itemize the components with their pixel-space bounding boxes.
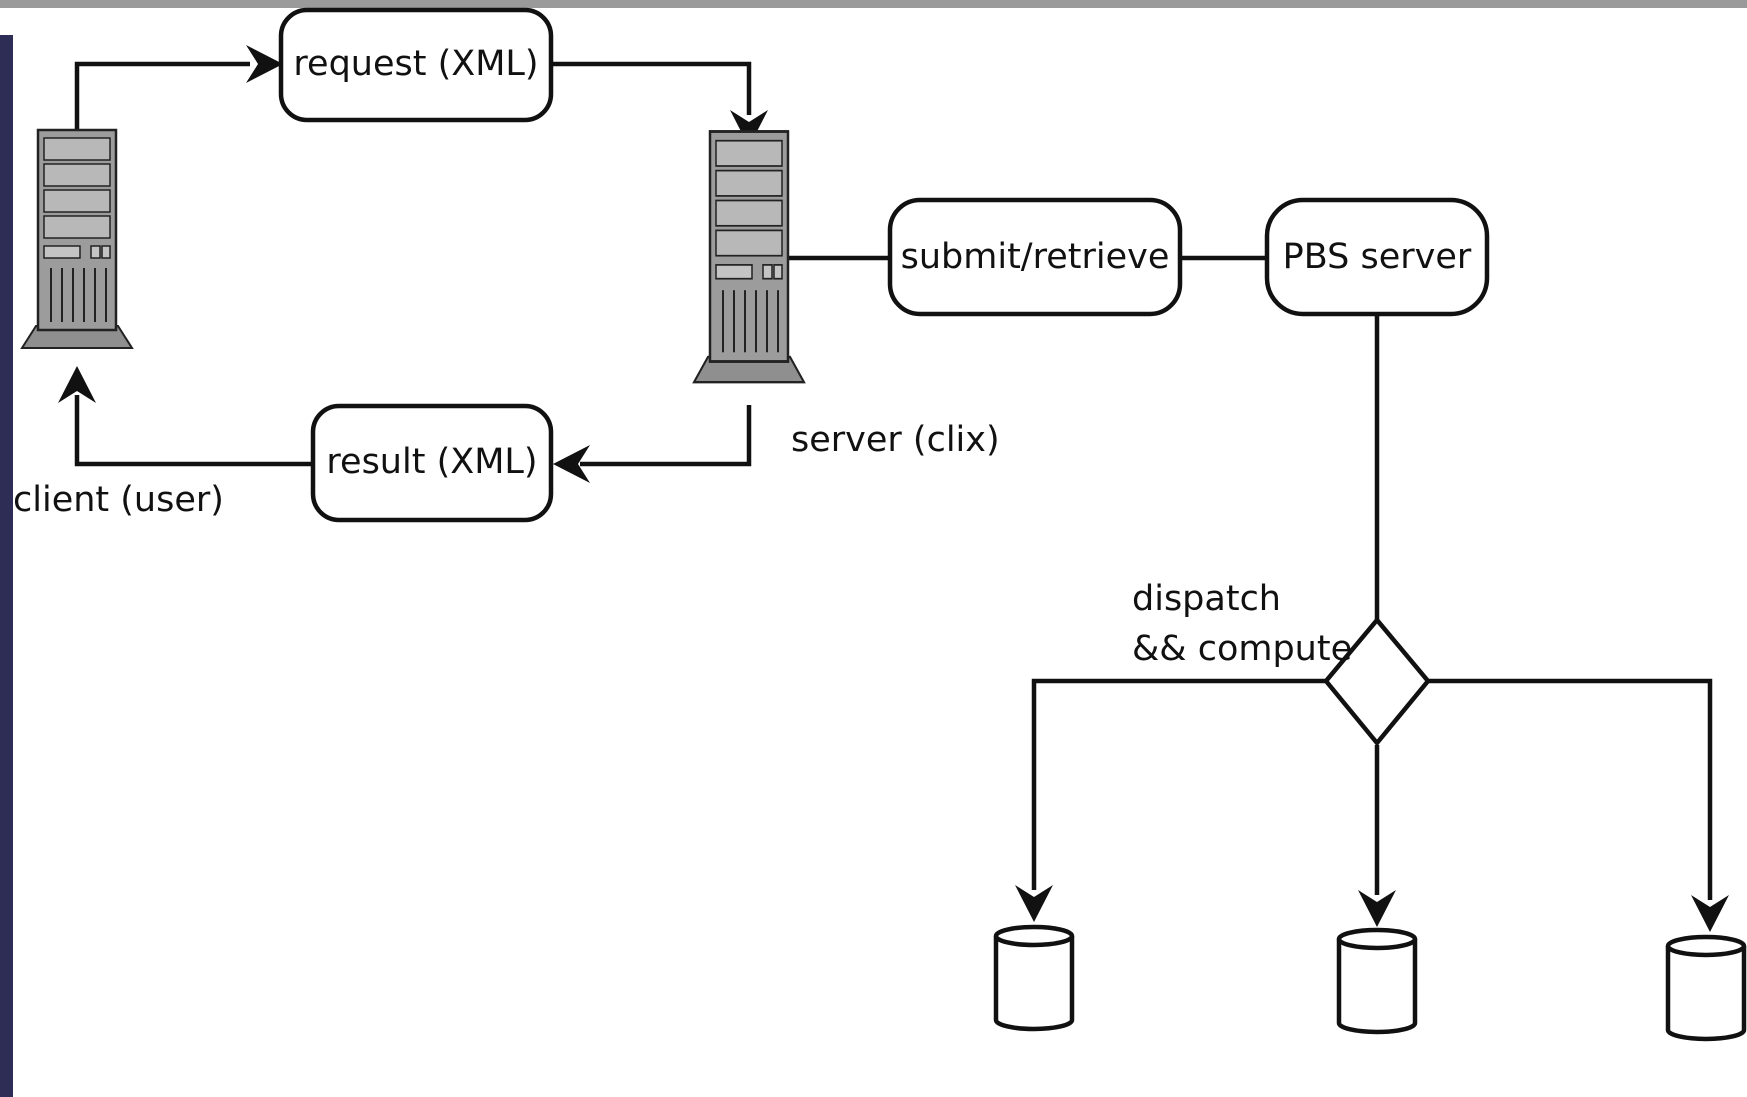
left-border — [0, 35, 13, 1097]
edge-result-to-client — [58, 366, 313, 467]
database-cylinder-icon — [1668, 937, 1744, 1039]
pbs-server-label: PBS server — [1283, 237, 1472, 277]
edge-client-to-request — [74, 45, 283, 130]
database-cylinder-icon — [1339, 930, 1415, 1032]
result-label: result (XML) — [326, 442, 537, 482]
edge-request-to-server — [551, 61, 768, 147]
result-box: result (XML) — [310, 403, 554, 523]
edge-server-to-result — [553, 405, 752, 483]
database-cylinder-icon — [996, 927, 1072, 1029]
submit-retrieve-label: submit/retrieve — [901, 237, 1170, 277]
submit-retrieve-box: submit/retrieve — [887, 197, 1183, 317]
client-label: client (user) — [13, 480, 224, 520]
edge-dispatch-to-node-1 — [1015, 678, 1326, 922]
server-tower-icon — [692, 130, 806, 384]
server-tower-icon — [20, 128, 134, 350]
edge-dispatch-to-node-3 — [1428, 678, 1729, 932]
request-label: request (XML) — [293, 44, 538, 84]
dispatch-label-line2: && compute — [1132, 629, 1352, 669]
dispatch-label-line1: dispatch — [1132, 579, 1281, 619]
request-box: request (XML) — [278, 7, 554, 123]
top-border — [0, 0, 1747, 8]
server-label: server (clix) — [791, 420, 1000, 460]
pbs-server-box: PBS server — [1264, 197, 1490, 317]
edge-dispatch-to-node-2 — [1358, 745, 1396, 927]
decision-diamond-icon — [1323, 616, 1431, 747]
